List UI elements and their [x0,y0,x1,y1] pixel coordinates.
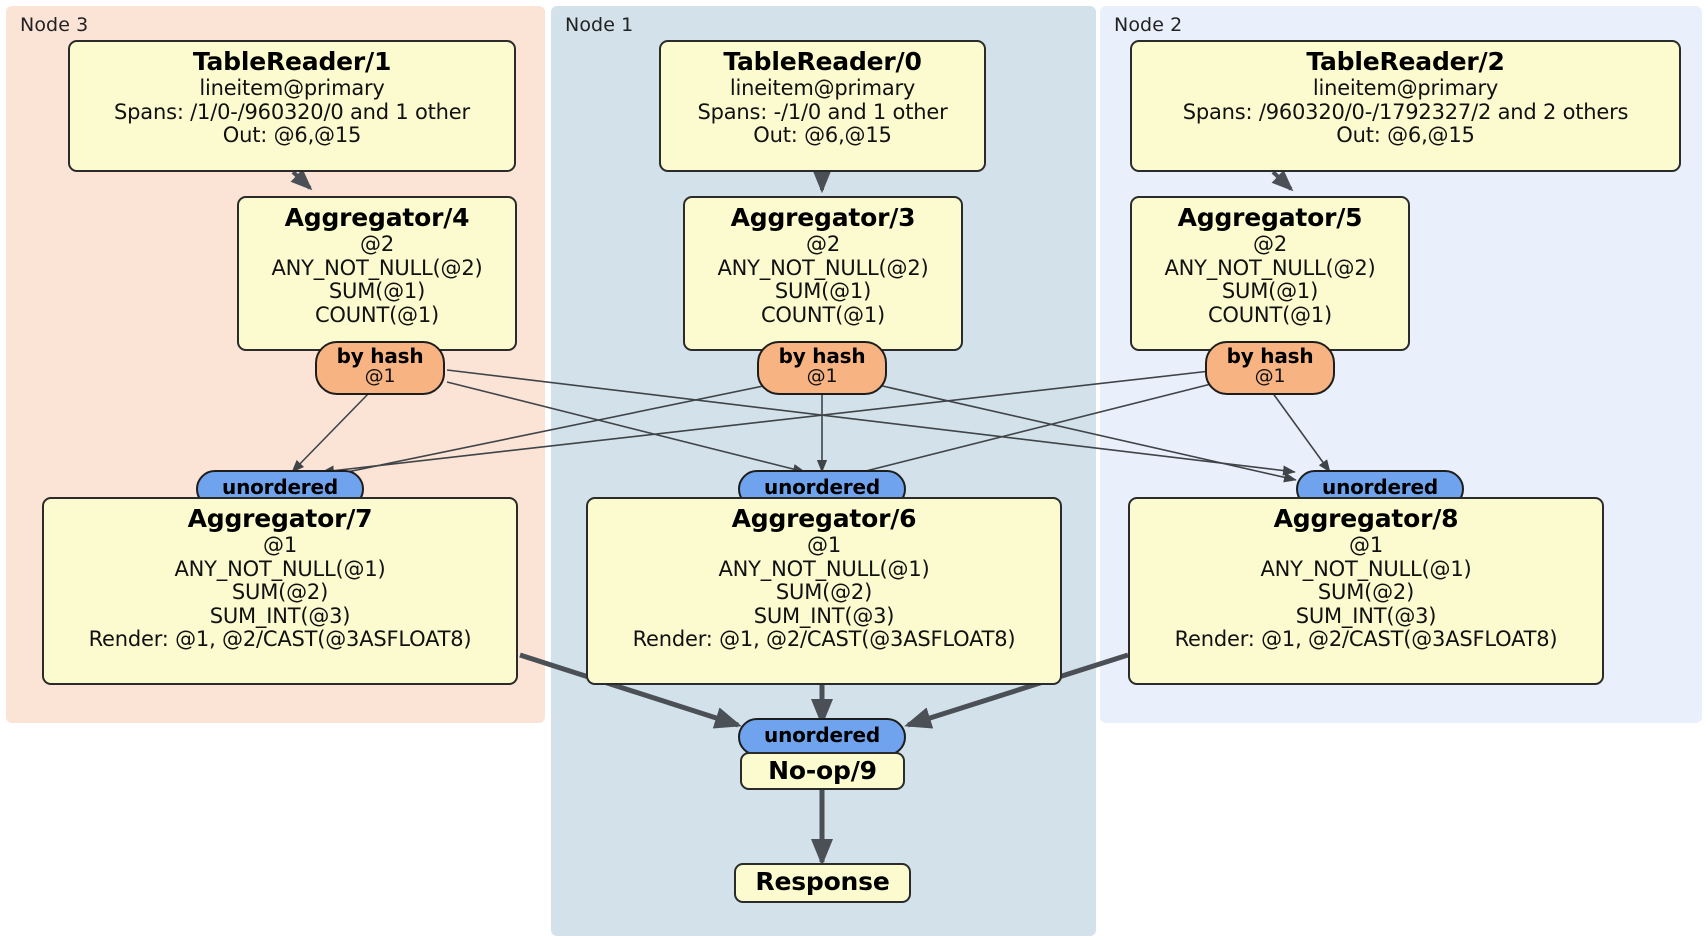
processor-render-line: Render: @1, @2/CAST(@3ASFLOAT8) [88,627,472,652]
synchronizer-unordered-final[interactable]: unordered [738,718,906,756]
processor-table-reader-1[interactable]: TableReader/1 lineitem@primary Spans: /1… [68,40,516,172]
hash-router-left[interactable]: by hash @1 [315,341,445,395]
processor-title: Aggregator/3 [730,203,916,232]
processor-aggregator-4[interactable]: Aggregator/4 @2 ANY_NOT_NULL(@2) SUM(@1)… [237,196,517,351]
processor-line: ANY_NOT_NULL(@1) [174,556,386,581]
processor-line: ANY_NOT_NULL(@1) [718,556,930,581]
processor-title: TableReader/1 [192,47,392,76]
synchronizer-title: unordered [764,475,880,499]
processor-line: @1 [1349,533,1383,557]
processor-title: Aggregator/6 [731,504,917,533]
processor-title: Response [755,867,890,896]
node-panel-label-node2: Node 2 [1114,14,1183,36]
processor-line: Out: @6,@15 [753,123,892,148]
synchronizer-title: unordered [222,475,338,499]
processor-line: ANY_NOT_NULL(@2) [1164,255,1376,280]
processor-line: Spans: /960320/0-/1792327/2 and 2 others [1182,99,1629,124]
processor-line: Out: @6,@15 [222,123,362,148]
processor-line: Out: @6,@15 [1336,123,1475,148]
processor-line: @1 [807,533,841,557]
hash-router-title: by hash [1226,344,1314,368]
hash-router-column: @1 [806,365,838,387]
processor-line: ANY_NOT_NULL(@1) [1260,556,1472,581]
processor-aggregator-5[interactable]: Aggregator/5 @2 ANY_NOT_NULL(@2) SUM(@1)… [1130,196,1410,351]
processor-table-reader-2[interactable]: TableReader/2 lineitem@primary Spans: /9… [1130,40,1681,172]
processor-render-line: Render: @1, @2/CAST(@3ASFLOAT8) [1174,627,1558,652]
processor-aggregator-3[interactable]: Aggregator/3 @2 ANY_NOT_NULL(@2) SUM(@1)… [683,196,963,351]
processor-title: Aggregator/5 [1177,203,1363,232]
node-panel-label-node3: Node 3 [20,14,89,36]
processor-line: SUM(@2) [775,580,873,605]
processor-line: lineitem@primary [729,76,916,100]
processor-line: SUM(@1) [1221,279,1319,304]
processor-aggregator-7[interactable]: Aggregator/7 @1 ANY_NOT_NULL(@1) SUM(@2)… [42,497,518,685]
processor-line: SUM_INT(@3) [209,603,351,628]
synchronizer-title: unordered [1322,475,1438,499]
processor-line: COUNT(@1) [1207,302,1333,327]
processor-line: ANY_NOT_NULL(@2) [271,255,483,280]
processor-line: ANY_NOT_NULL(@2) [717,255,929,280]
processor-title: Aggregator/4 [284,203,470,232]
processor-line: SUM_INT(@3) [1295,603,1437,628]
hash-router-right[interactable]: by hash @1 [1205,341,1335,395]
processor-noop-9[interactable]: No-op/9 [740,752,905,790]
hash-router-column: @1 [364,365,396,387]
processor-table-reader-0[interactable]: TableReader/0 lineitem@primary Spans: -/… [659,40,986,172]
processor-line: @1 [263,533,297,557]
processor-aggregator-6[interactable]: Aggregator/6 @1 ANY_NOT_NULL(@1) SUM(@2)… [586,497,1062,685]
processor-render-line: Render: @1, @2/CAST(@3ASFLOAT8) [632,627,1016,652]
processor-line: Spans: /1/0-/960320/0 and 1 other [114,99,470,124]
processor-line: SUM(@1) [774,279,872,304]
processor-line: @2 [1253,232,1287,256]
processor-line: COUNT(@1) [760,302,886,327]
hash-router-column: @1 [1254,365,1286,387]
processor-title: TableReader/0 [723,47,922,76]
hash-router-mid[interactable]: by hash @1 [757,341,887,395]
hash-router-title: by hash [336,344,424,368]
processor-line: lineitem@primary [199,76,385,100]
processor-line: SUM(@2) [231,580,329,605]
processor-line: Spans: -/1/0 and 1 other [697,99,948,124]
processor-line: SUM(@1) [328,279,426,304]
processor-response[interactable]: Response [734,863,911,903]
synchronizer-title: unordered [764,723,880,747]
node-panel-label-node1: Node 1 [565,14,634,36]
processor-aggregator-8[interactable]: Aggregator/8 @1 ANY_NOT_NULL(@1) SUM(@2)… [1128,497,1604,685]
processor-line: @2 [806,232,840,256]
processor-line: SUM_INT(@3) [753,603,895,628]
processor-title: TableReader/2 [1306,47,1505,76]
processor-line: SUM(@2) [1317,580,1415,605]
processor-line: COUNT(@1) [314,302,440,327]
processor-title: Aggregator/8 [1273,504,1459,533]
processor-title: No-op/9 [768,756,877,785]
hash-router-title: by hash [778,344,866,368]
processor-line: @2 [360,232,394,256]
processor-line: lineitem@primary [1312,76,1499,100]
processor-title: Aggregator/7 [187,504,373,533]
